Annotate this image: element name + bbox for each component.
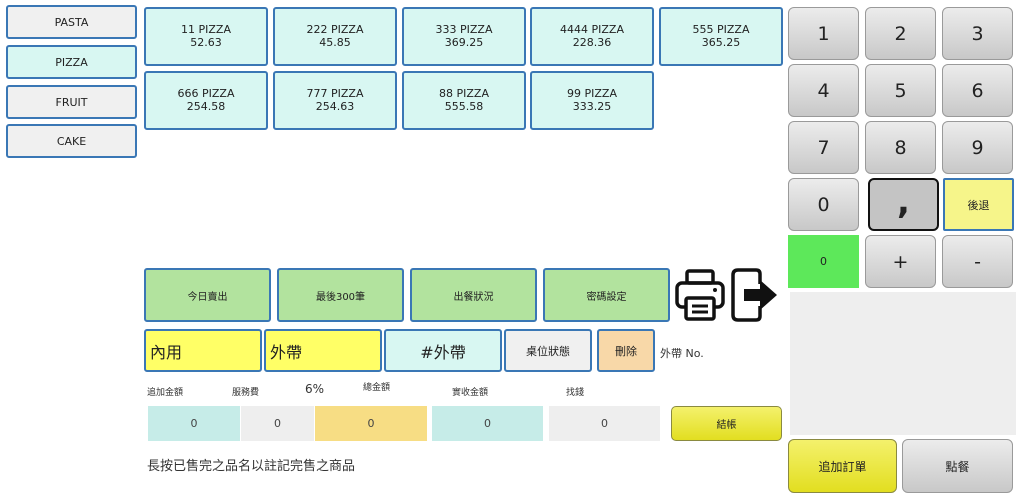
minus-button[interactable]: - xyxy=(942,235,1013,288)
product-price: 254.63 xyxy=(315,100,355,113)
extra-amount-value: 0 xyxy=(148,406,240,441)
exit-icon[interactable] xyxy=(730,268,780,322)
product-price: 45.85 xyxy=(319,36,351,49)
product-name: 4444 PIZZA xyxy=(560,23,624,36)
table-status-button[interactable]: 桌位狀態 xyxy=(504,329,592,372)
plus-button[interactable]: + xyxy=(865,235,936,288)
place-order-button[interactable]: 點餐 xyxy=(902,439,1013,493)
change-label: 找錢 xyxy=(566,388,585,398)
product-name: 777 PIZZA xyxy=(306,87,364,100)
product-name: 88 PIZZA xyxy=(439,87,489,100)
printer-icon[interactable] xyxy=(674,268,726,322)
product-price: 333.25 xyxy=(572,100,612,113)
takeout-number-button[interactable]: #外帶 xyxy=(384,329,502,372)
backspace-button[interactable]: 後退 xyxy=(943,178,1014,231)
product-price: 228.36 xyxy=(572,36,612,49)
received-amount-input[interactable]: 0 xyxy=(432,406,543,441)
today-sales-button[interactable]: 今日賣出 xyxy=(144,268,271,322)
product-tile[interactable]: 666 PIZZA 254.58 xyxy=(144,71,268,130)
product-tile[interactable]: 222 PIZZA 45.85 xyxy=(273,7,397,66)
key-4[interactable]: 4 xyxy=(788,64,859,117)
product-tile[interactable]: 88 PIZZA 555.58 xyxy=(402,71,526,130)
extra-amount-label: 追加金額 xyxy=(147,388,184,398)
checkout-button[interactable]: 結帳 xyxy=(671,406,782,441)
category-pizza[interactable]: PIZZA xyxy=(6,45,137,79)
category-cake[interactable]: CAKE xyxy=(6,124,137,158)
service-fee-rate: 6% xyxy=(305,382,325,396)
delete-button[interactable]: 刪除 xyxy=(597,329,655,372)
last-300-button[interactable]: 最後300筆 xyxy=(277,268,404,322)
product-name: 222 PIZZA xyxy=(306,23,364,36)
product-tile[interactable]: 777 PIZZA 254.63 xyxy=(273,71,397,130)
product-price: 369.25 xyxy=(444,36,484,49)
product-name: 99 PIZZA xyxy=(567,87,617,100)
product-name: 333 PIZZA xyxy=(435,23,493,36)
product-tile[interactable]: 4444 PIZZA 228.36 xyxy=(530,7,654,66)
key-8[interactable]: 8 xyxy=(865,121,936,174)
key-1[interactable]: 1 xyxy=(788,7,859,60)
order-list-panel[interactable] xyxy=(790,292,1016,435)
takeout-no-label: 外帶 No. xyxy=(660,347,704,360)
key-6[interactable]: 6 xyxy=(942,64,1013,117)
product-tile[interactable]: 333 PIZZA 369.25 xyxy=(402,7,526,66)
service-fee-value: 0 xyxy=(241,406,314,441)
password-settings-button[interactable]: 密碼設定 xyxy=(543,268,670,322)
product-price: 555.58 xyxy=(444,100,484,113)
quantity-display: 0 xyxy=(788,235,859,288)
product-price: 254.58 xyxy=(186,100,226,113)
key-comma[interactable]: , xyxy=(868,178,939,231)
product-price: 52.63 xyxy=(190,36,222,49)
product-name: 666 PIZZA xyxy=(177,87,235,100)
total-label: 總金額 xyxy=(363,383,391,393)
change-value: 0 xyxy=(549,406,660,441)
category-pasta[interactable]: PASTA xyxy=(6,5,137,39)
serving-status-button[interactable]: 出餐狀況 xyxy=(410,268,537,322)
key-2[interactable]: 2 xyxy=(865,7,936,60)
add-order-button[interactable]: 追加訂單 xyxy=(788,439,897,493)
key-9[interactable]: 9 xyxy=(942,121,1013,174)
product-tile[interactable]: 11 PIZZA 52.63 xyxy=(144,7,268,66)
received-label: 實收金額 xyxy=(452,388,489,398)
key-7[interactable]: 7 xyxy=(788,121,859,174)
product-tile[interactable]: 99 PIZZA 333.25 xyxy=(530,71,654,130)
key-3[interactable]: 3 xyxy=(942,7,1013,60)
key-5[interactable]: 5 xyxy=(865,64,936,117)
product-name: 11 PIZZA xyxy=(181,23,231,36)
takeout-button[interactable]: 外帶 xyxy=(264,329,382,372)
key-0[interactable]: 0 xyxy=(788,178,859,231)
dine-in-button[interactable]: 內用 xyxy=(144,329,262,372)
category-fruit[interactable]: FRUIT xyxy=(6,85,137,119)
service-fee-label: 服務費 xyxy=(232,388,260,398)
product-tile[interactable]: 555 PIZZA 365.25 xyxy=(659,7,783,66)
hint-text: 長按已售完之品名以註記完售之商品 xyxy=(147,459,356,474)
product-name: 555 PIZZA xyxy=(692,23,750,36)
product-price: 365.25 xyxy=(701,36,741,49)
total-value: 0 xyxy=(315,406,427,441)
